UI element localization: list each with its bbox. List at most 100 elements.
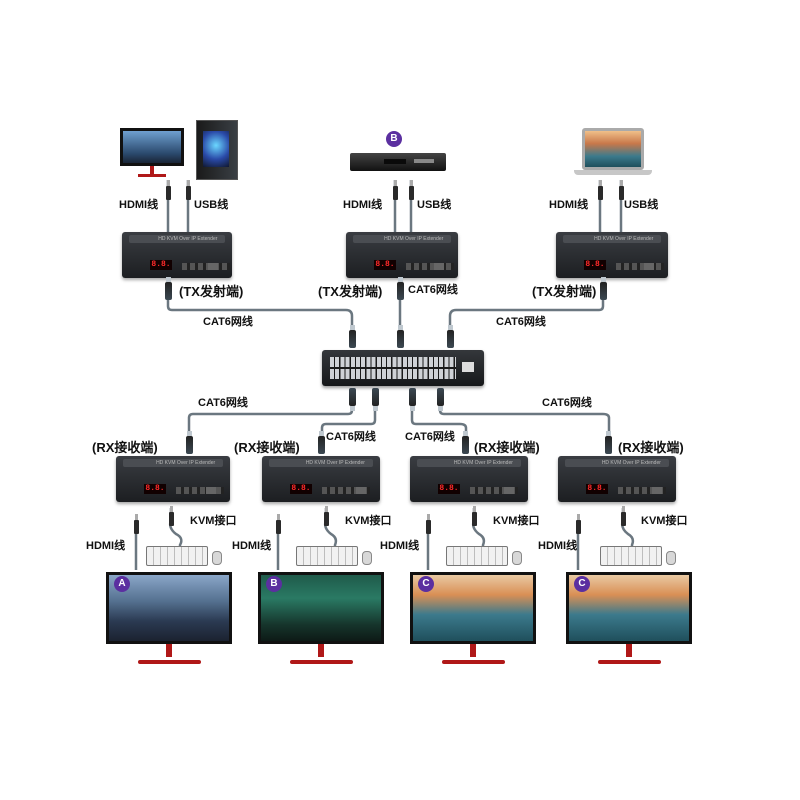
- label-cat6-tx2: CAT6网线: [408, 284, 458, 296]
- keyboard-icon: [146, 546, 208, 566]
- cat6-plug: [437, 388, 444, 406]
- rx-extender-3: HD KVM Over IP Extender 8.8.: [410, 456, 528, 502]
- hdmi-port: [208, 263, 218, 270]
- hdmi-port: [644, 263, 654, 270]
- monitor-badge-c2: C: [574, 576, 590, 592]
- monitor-stand: [470, 643, 476, 657]
- hdmi-port: [356, 487, 366, 494]
- button-row: [182, 263, 230, 270]
- label-cat6-rx3: CAT6网线: [405, 431, 455, 443]
- monitor-stand: [318, 643, 324, 657]
- usb-plug: [169, 506, 174, 526]
- button-row: [618, 487, 666, 494]
- keyboard-icon: [296, 546, 358, 566]
- usb-plug: [324, 506, 329, 526]
- hdmi-port: [504, 487, 514, 494]
- label-kvm-3: KVM接口: [493, 515, 540, 527]
- monitor-badge-c1: C: [418, 576, 434, 592]
- label-usb-tx2: USB线: [417, 199, 452, 211]
- cable-cat6-tx3: [448, 290, 605, 346]
- label-kvm-4: KVM接口: [641, 515, 688, 527]
- mouse-icon: [512, 551, 522, 565]
- switch-ports: [330, 357, 456, 379]
- led-display: 8.8.: [374, 260, 396, 270]
- hdmi-plug: [426, 514, 431, 534]
- rx-title: HD KVM Over IP Extender: [453, 460, 513, 466]
- rx-title: HD KVM Over IP Extender: [601, 460, 661, 466]
- button-row: [322, 487, 370, 494]
- source-badge-b: B: [386, 131, 402, 147]
- rx-title: HD KVM Over IP Extender: [305, 460, 365, 466]
- cable-cat6-rx4: [438, 392, 611, 450]
- tx-extender-2: HD KVM Over IP Extender 8.8.: [346, 232, 458, 278]
- button-row: [616, 263, 664, 270]
- usb-plug: [472, 506, 477, 526]
- cat6-plug: [349, 388, 356, 406]
- usb-plug: [409, 180, 414, 200]
- keyboard-icon: [600, 546, 662, 566]
- label-hdmi-rx4: HDMI线: [538, 540, 578, 552]
- usb-plug: [619, 180, 624, 200]
- monitor-badge-a: A: [114, 576, 130, 592]
- button-row: [406, 263, 454, 270]
- led-display: 8.8.: [438, 484, 460, 494]
- led-display: 8.8.: [586, 484, 608, 494]
- cat6-plug: [372, 388, 379, 406]
- mouse-icon: [666, 551, 676, 565]
- label-usb-tx1: USB线: [194, 199, 229, 211]
- cat6-plug: [318, 431, 325, 454]
- usb-plug: [621, 506, 626, 526]
- cable-cat6-tx1: [166, 290, 354, 346]
- laptop-icon: [574, 128, 652, 178]
- label-hdmi-rx2: HDMI线: [232, 540, 272, 552]
- rx-extender-2: HD KVM Over IP Extender 8.8.: [262, 456, 380, 502]
- usb-plug: [186, 180, 191, 200]
- cat6-plug: [447, 325, 454, 348]
- cable-cat6-rx3: [410, 392, 468, 450]
- tx-title: HD KVM Over IP Extender: [384, 236, 444, 242]
- label-hdmi-tx3: HDMI线: [549, 199, 589, 211]
- keyboard-icon: [446, 546, 508, 566]
- led-display: 8.8.: [144, 484, 166, 494]
- label-cat6-tx1: CAT6网线: [203, 316, 253, 328]
- monitor-badge-b: B: [266, 576, 282, 592]
- label-cat6-rx1: CAT6网线: [198, 397, 248, 409]
- hdmi-plug: [276, 514, 281, 534]
- label-rx-3: (RX接收端): [474, 440, 540, 455]
- pc-monitor-icon: [120, 128, 184, 178]
- mouse-icon: [362, 551, 372, 565]
- label-cat6-rx4: CAT6网线: [542, 397, 592, 409]
- label-hdmi-rx1: HDMI线: [86, 540, 126, 552]
- led-display: 8.8.: [584, 260, 606, 270]
- label-rx-2: (RX接收端): [234, 440, 300, 455]
- tx-title: HD KVM Over IP Extender: [594, 236, 654, 242]
- label-cat6-rx2: CAT6网线: [326, 431, 376, 443]
- tx-extender-1: HD KVM Over IP Extender 8.8.: [122, 232, 232, 278]
- cable-cat6-rx1: [187, 392, 354, 450]
- tx-title: HD KVM Over IP Extender: [158, 236, 218, 242]
- button-row: [176, 487, 224, 494]
- rx-extender-4: HD KVM Over IP Extender 8.8.: [558, 456, 676, 502]
- monitor-stand: [626, 643, 632, 657]
- hdmi-plug: [598, 180, 603, 200]
- cat6-plug: [397, 325, 404, 348]
- label-hdmi-tx1: HDMI线: [119, 199, 159, 211]
- cat6-plug: [600, 277, 607, 300]
- network-switch: [322, 350, 484, 386]
- monitor-stand: [166, 643, 172, 657]
- label-rx-1: (RX接收端): [92, 440, 158, 455]
- monitor-base: [289, 660, 353, 664]
- hdmi-port: [434, 263, 444, 270]
- hdmi-plug: [166, 180, 171, 200]
- label-tx-2: (TX发射端): [318, 284, 383, 299]
- cat6-plug: [186, 431, 193, 454]
- led-display: 8.8.: [150, 260, 172, 270]
- hdmi-port: [206, 487, 216, 494]
- cat6-plug: [462, 431, 469, 454]
- cable-cat6-rx2: [320, 392, 377, 450]
- uplink-port: [462, 362, 474, 372]
- cat6-plug: [409, 388, 416, 406]
- rx-extender-1: HD KVM Over IP Extender 8.8.: [116, 456, 230, 502]
- hdmi-plug: [576, 514, 581, 534]
